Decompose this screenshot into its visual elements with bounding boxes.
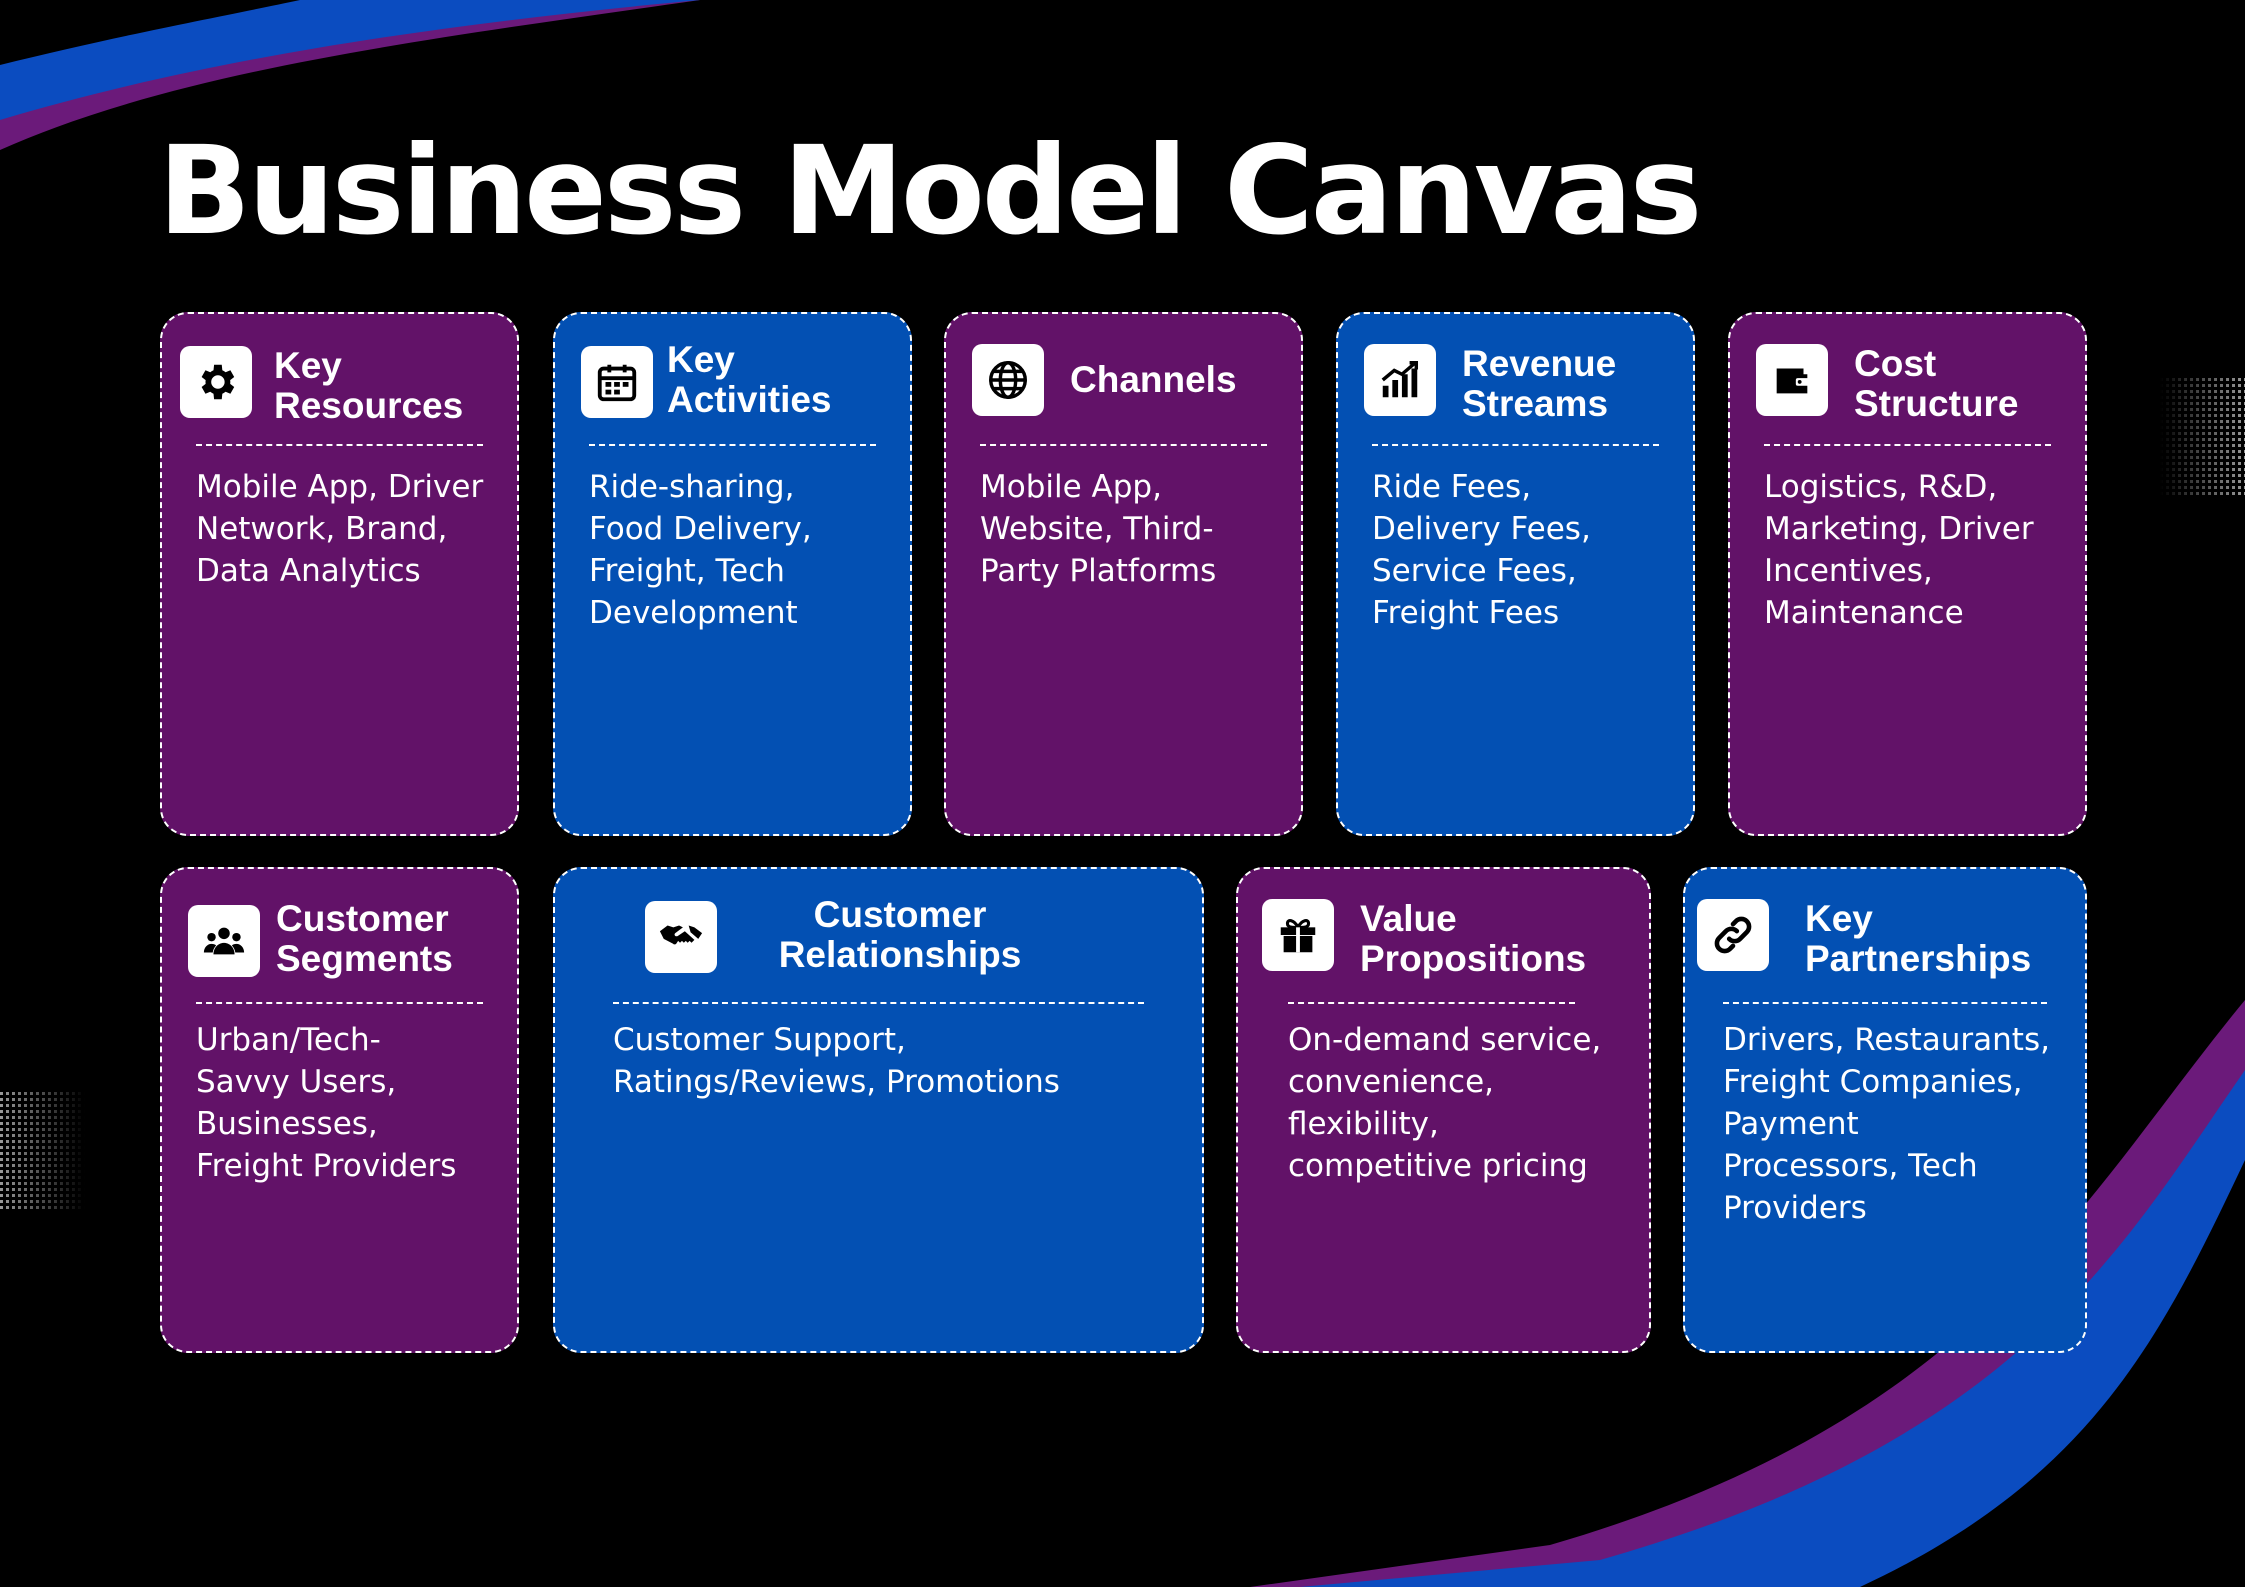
divider — [1723, 1002, 2047, 1004]
card-revenue-streams: Revenue Streams Ride Fees, Delivery Fees… — [1336, 312, 1695, 836]
divider — [613, 1002, 1144, 1004]
card-title: Customer Relationships — [778, 894, 1022, 975]
card-header: Customer Segments — [162, 869, 517, 997]
wallet-icon — [1756, 344, 1828, 416]
divider — [1288, 1002, 1575, 1004]
card-body: Logistics, R&D, Marketing, Driver Incent… — [1764, 469, 2034, 631]
calendar-icon — [581, 346, 653, 418]
card-header: Key Resources — [162, 314, 517, 442]
card-customer-segments: Customer Segments Urban/Tech- Savvy User… — [160, 867, 519, 1353]
card-header: Channels — [946, 314, 1301, 442]
wave-blue-bottom — [1300, 1070, 2245, 1587]
handshake-icon — [645, 901, 717, 973]
divider — [589, 444, 876, 446]
card-body: Drivers, Restaurants, Freight Companies,… — [1723, 1022, 2050, 1226]
globe-icon — [972, 344, 1044, 416]
card-header: Key Activities — [555, 314, 910, 442]
divider — [196, 1002, 483, 1004]
divider — [980, 444, 1267, 446]
divider — [1372, 444, 1659, 446]
card-title: Revenue Streams — [1462, 343, 1617, 424]
card-body: On-demand service, convenience, flexibil… — [1288, 1022, 1602, 1184]
halftone-left — [0, 1090, 85, 1210]
card-body: Customer Support, Ratings/Reviews, Promo… — [613, 1022, 1060, 1100]
card-body: Ride Fees, Delivery Fees, Service Fees, … — [1372, 469, 1591, 631]
card-title: Key Activities — [667, 339, 832, 420]
page-title: Business Model Canvas — [158, 120, 1702, 262]
wave-black-top — [0, 0, 300, 65]
card-body: Mobile App, Driver Network, Brand, Data … — [196, 469, 484, 589]
card-channels: Channels Mobile App, Website, Third- Par… — [944, 312, 1303, 836]
group-icon — [188, 905, 260, 977]
card-title: Key Resources — [274, 345, 464, 426]
card-body: Urban/Tech- Savvy Users, Businesses, Fre… — [196, 1022, 457, 1184]
card-cost-structure: Cost Structure Logistics, R&D, Marketing… — [1728, 312, 2087, 836]
gear-icon — [180, 346, 252, 418]
card-body: Mobile App, Website, Third- Party Platfo… — [980, 469, 1217, 589]
halftone-right — [2160, 375, 2245, 495]
card-key-partnerships: Key Partnerships Drivers, Restaurants, F… — [1683, 867, 2087, 1353]
card-header: Key Partnerships — [1685, 869, 2085, 997]
card-customer-relationships: Customer Relationships Customer Support,… — [553, 867, 1204, 1353]
card-body: Ride-sharing, Food Delivery, Freight, Te… — [589, 469, 812, 631]
growth-chart-icon — [1364, 344, 1436, 416]
card-title: Cost Structure — [1854, 343, 2019, 424]
card-key-resources: Key Resources Mobile App, Driver Network… — [160, 312, 519, 836]
card-title: Key Partnerships — [1805, 898, 2032, 979]
card-value-propositions: Value Propositions On-demand service, co… — [1236, 867, 1651, 1353]
wave-black-bottom — [1860, 1160, 2245, 1587]
card-header: Revenue Streams — [1338, 314, 1693, 442]
card-title: Channels — [1070, 359, 1237, 400]
card-title: Customer Segments — [276, 898, 453, 979]
link-icon — [1697, 899, 1769, 971]
divider — [1764, 444, 2051, 446]
divider — [196, 444, 483, 446]
card-header: Customer Relationships — [555, 869, 1202, 997]
card-title: Value Propositions — [1360, 898, 1587, 979]
card-key-activities: Key Activities Ride-sharing, Food Delive… — [553, 312, 912, 836]
card-header: Value Propositions — [1238, 869, 1649, 997]
gift-icon — [1262, 899, 1334, 971]
card-header: Cost Structure — [1730, 314, 2085, 442]
wave-blue-top — [0, 0, 700, 120]
